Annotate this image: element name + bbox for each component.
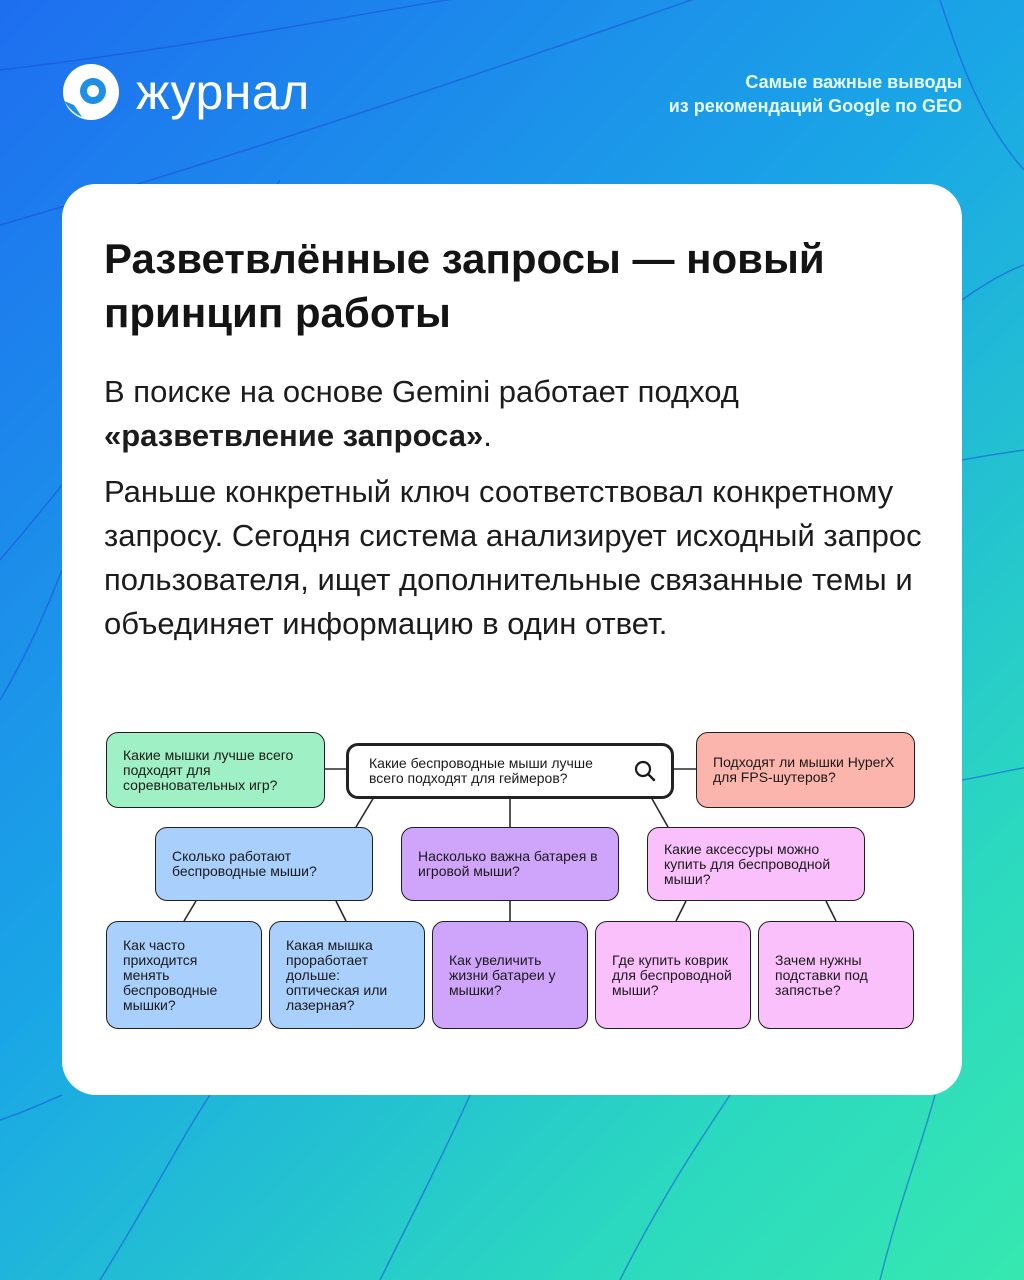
node-wrist-rest: Зачем нужны подставки под запястье? xyxy=(758,921,914,1029)
tagline-line-1: Самые важные выводы xyxy=(745,72,962,92)
intro-text: В поиске на основе Gemini работает подхо… xyxy=(104,374,739,409)
explanation-paragraph: Раньше конкретный ключ соответствовал ко… xyxy=(104,474,922,641)
node-buy-mousepad: Где купить коврик для беспроводной мыши? xyxy=(595,921,751,1029)
logo-icon xyxy=(63,64,119,120)
header-tagline: Самые важные выводы из рекомендаций Goog… xyxy=(669,70,962,118)
connector-center-blue xyxy=(355,796,375,828)
node-accessories: Какие аксессуры можно купить для беспров… xyxy=(647,827,865,901)
connector-blue-leaf1 xyxy=(183,900,197,922)
node-extend-battery: Как увеличить жизни батареи у мышки? xyxy=(432,921,588,1029)
tagline-line-2: из рекомендаций Google по GEO xyxy=(668,96,962,116)
node-hyperx-fps: Подходят ли мышки HyperX для FPS-шутеров… xyxy=(696,732,915,808)
query-fanout-diagram: Какие мышки лучше всего подходят для сор… xyxy=(106,729,920,1035)
main-query-text: Какие беспроводные мыши лучше всего подх… xyxy=(369,755,593,786)
brand-name: журнал xyxy=(136,64,310,120)
brand-logo: журнал xyxy=(60,60,310,124)
node-competitive-games: Какие мышки лучше всего подходят для сор… xyxy=(106,732,325,808)
node-battery-importance: Насколько важна батарея в игровой мыши? xyxy=(401,827,619,901)
content-card: Разветвлённые запросы — новый принцип ра… xyxy=(62,184,962,1095)
node-replace-frequency: Как часто приходится менять беспроводные… xyxy=(106,921,262,1029)
intro-paragraph: В поиске на основе Gemini работает подхо… xyxy=(104,370,924,458)
connector-pink-leaf2 xyxy=(825,900,837,922)
search-icon xyxy=(634,760,656,782)
intro-end: . xyxy=(483,418,492,453)
connector-blue-leaf2 xyxy=(335,900,347,922)
node-optical-vs-laser: Какая мышка проработает дольше: оптическ… xyxy=(269,921,425,1029)
node-main-query: Какие беспроводные мыши лучше всего подх… xyxy=(346,743,674,799)
connector-pink-leaf1 xyxy=(675,900,687,922)
connector-center-pink xyxy=(650,796,669,828)
node-battery-duration: Сколько работают беспроводные мыши? xyxy=(155,827,373,901)
card-title: Разветвлённые запросы — новый принцип ра… xyxy=(104,235,825,336)
intro-bold-term: «разветвление запроса» xyxy=(104,418,484,453)
diagram-connectors xyxy=(183,768,837,922)
